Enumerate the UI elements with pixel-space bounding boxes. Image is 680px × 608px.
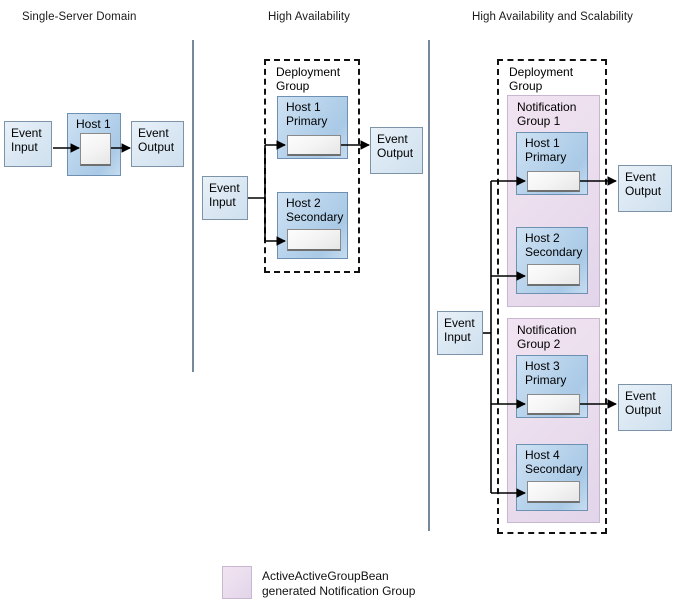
panel3-host3-server <box>527 394 580 415</box>
panel2-host2-server <box>287 229 341 251</box>
panel2-deployment-group-line1: Deployment <box>276 65 341 79</box>
panel1-event-output-line2: Output <box>138 140 175 154</box>
panel3-deployment-group-line1: Deployment <box>509 65 574 79</box>
panel3-host1-server <box>527 171 580 192</box>
panel1-event-input-line1: Event <box>11 126 42 140</box>
panel3-host4-server <box>527 481 580 503</box>
panel3-event-input-line2: Input <box>444 330 471 344</box>
panel3-event-output-1-line2: Output <box>625 184 662 198</box>
panel3-host4-line1: Host 4 <box>525 448 560 462</box>
panel3-notification-group-2-line2: Group 2 <box>517 337 561 351</box>
panel-title-single-server-domain: Single-Server Domain <box>22 11 137 23</box>
panel3-event-output-1-line1: Event <box>625 170 656 184</box>
panel3-host2-line1: Host 2 <box>525 231 560 245</box>
panel1-host1-server <box>80 133 111 166</box>
panel2-event-input-line2: Input <box>209 195 236 209</box>
panel3-event-output-2-line1: Event <box>625 389 656 403</box>
panel3-deployment-group-line2: Group <box>509 79 543 93</box>
panel2-host2-line1: Host 2 <box>286 196 321 210</box>
panel3-event-output-box-2[interactable]: Event Output <box>618 384 672 431</box>
panel3-host1-line2: Primary <box>525 150 567 164</box>
panel2-event-output-line2: Output <box>377 146 414 160</box>
panel3-host3-line2: Primary <box>525 373 567 387</box>
legend-label-line1: ActiveActiveGroupBean <box>262 569 389 583</box>
panel1-event-input-line2: Input <box>11 140 38 154</box>
legend-label: ActiveActiveGroupBean generated Notifica… <box>262 569 415 599</box>
panel-title-high-availability-and-scalability: High Availability and Scalability <box>472 11 633 23</box>
panel3-event-output-2-line2: Output <box>625 403 662 417</box>
legend-label-line2: generated Notification Group <box>262 584 416 598</box>
panel-divider-2 <box>428 40 430 531</box>
panel3-notification-group-1-line1: Notification <box>517 100 577 114</box>
panel3-event-input-line1: Event <box>444 316 475 330</box>
panel2-host1-server <box>287 135 341 156</box>
panel3-host4-line2: Secondary <box>525 462 583 476</box>
panel-title-high-availability: High Availability <box>268 11 351 23</box>
panel-divider-1 <box>192 40 194 372</box>
panel3-event-output-box-1[interactable]: Event Output <box>618 165 672 212</box>
panel2-event-output-box[interactable]: Event Output <box>370 127 423 174</box>
panel2-host1-line1: Host 1 <box>286 100 321 114</box>
panel3-notification-group-1-line2: Group 1 <box>517 114 561 128</box>
panel3-deployment-group: Deployment Group <box>497 59 607 534</box>
panel3-host2-line2: Secondary <box>525 245 583 259</box>
panel3-notification-group-2-line1: Notification <box>517 323 577 337</box>
panel1-event-output-box[interactable]: Event Output <box>131 121 184 167</box>
panel2-event-input-box[interactable]: Event Input <box>202 176 248 220</box>
panel2-host1-line2: Primary <box>286 114 328 128</box>
panel3-host3-line1: Host 3 <box>525 359 560 373</box>
panel1-host1-label-line1: Host 1 <box>76 117 111 131</box>
panel2-deployment-group-line2: Group <box>276 79 310 93</box>
panel1-event-output-line1: Event <box>138 126 169 140</box>
panel2-event-output-line1: Event <box>377 132 408 146</box>
panel2-host2-line2: Secondary <box>286 210 344 224</box>
legend-swatch-notification-group <box>222 566 252 599</box>
panel3-event-input-box[interactable]: Event Input <box>437 311 483 355</box>
panel3-host2-server <box>527 264 580 286</box>
panel1-event-input-box[interactable]: Event Input <box>4 121 52 167</box>
panel2-event-input-line1: Event <box>209 181 240 195</box>
panel3-host1-line1: Host 1 <box>525 136 560 150</box>
